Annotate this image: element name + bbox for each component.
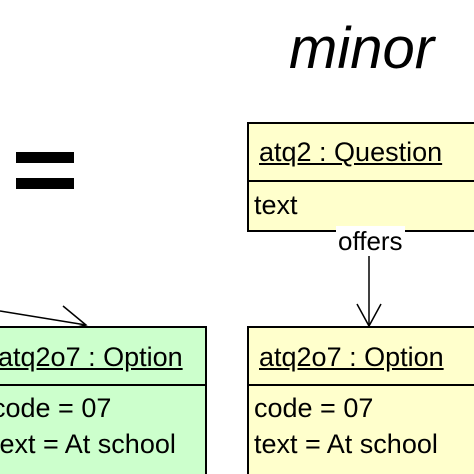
option-right-object-name: atq2o7 : Option xyxy=(249,328,474,386)
option-left-object-name: atq2o7 : Option xyxy=(0,328,205,386)
question-attribute: text xyxy=(254,190,298,220)
option-left-attribute-text: text = At school xyxy=(0,429,176,459)
left-association-line xyxy=(0,310,87,326)
equals-bar-bottom xyxy=(16,178,74,189)
heading-text: minor xyxy=(289,16,435,81)
option-right-attribute-code: code = 07 xyxy=(254,393,374,423)
question-object-attributes: text xyxy=(249,182,474,228)
option-object-box-left: atq2o7 : Option code = 07 text = At scho… xyxy=(0,326,207,474)
equals-sign xyxy=(16,152,74,192)
option-right-attributes: code = 07 text = At school xyxy=(249,386,474,462)
option-left-attributes: code = 07 text = At school xyxy=(0,386,205,462)
option-object-box-right: atq2o7 : Option code = 07 text = At scho… xyxy=(247,326,474,474)
equals-bar-top xyxy=(16,152,74,163)
question-object-name: atq2 : Question xyxy=(249,124,474,182)
option-left-attribute-code: code = 07 xyxy=(0,393,112,423)
option-right-attribute-text: text = At school xyxy=(254,429,438,459)
question-object-box: atq2 : Question text xyxy=(247,122,474,232)
offers-association-label: offers xyxy=(336,226,405,256)
